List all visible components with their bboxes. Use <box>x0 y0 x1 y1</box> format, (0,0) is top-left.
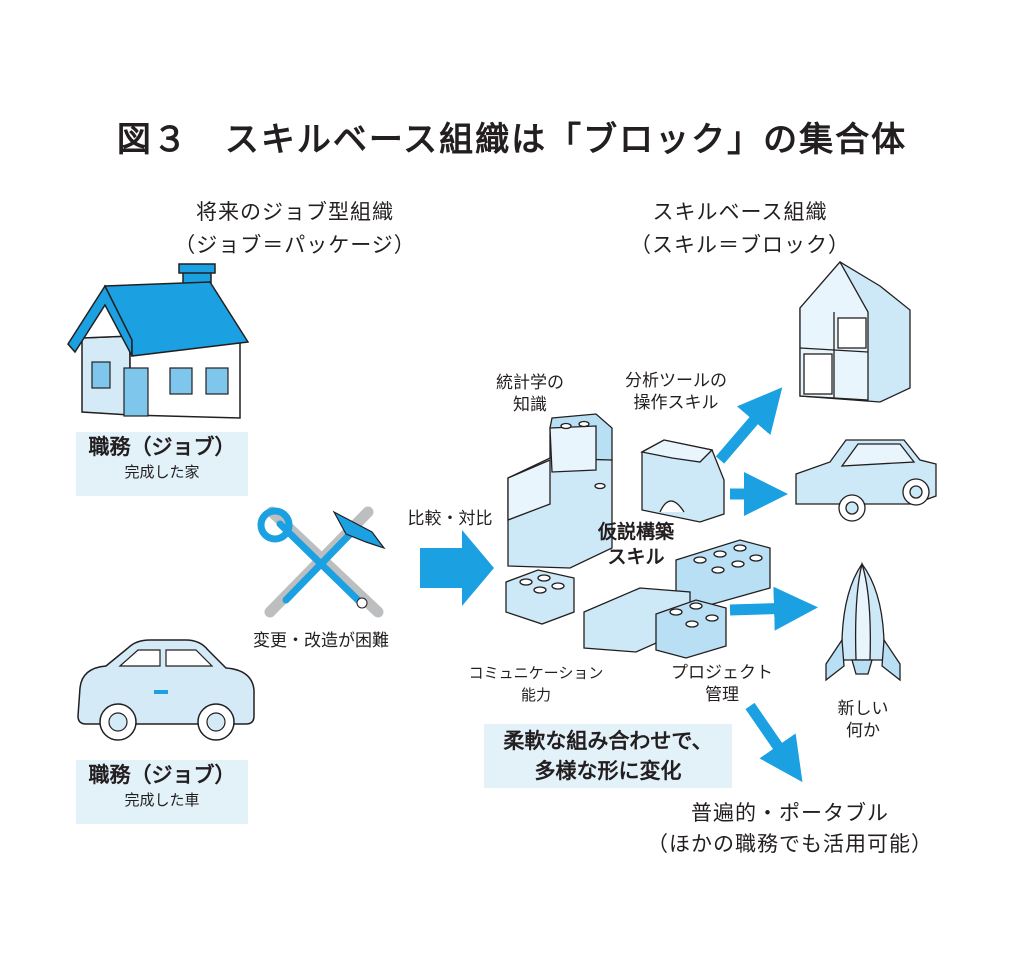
block-label-statistics-line2: 知識 <box>513 395 547 415</box>
block-label-statistics: 統計学の 知識 <box>470 372 590 416</box>
blocks-illustration <box>505 413 771 659</box>
block-label-analysis-tool-line1: 分析ツールの <box>625 371 727 391</box>
right-header: スキルベース組織 （スキル＝ブロック） <box>590 196 890 262</box>
job-house-title: 職務（ジョブ） <box>88 435 236 459</box>
new-thing-label: 新しい 何か <box>818 698 908 742</box>
block-label-analysis-tool-line2: 操作スキル <box>633 393 719 413</box>
rocket-illustration <box>825 561 901 682</box>
block-label-hypothesis: 仮説構築 スキル <box>574 520 698 570</box>
block-label-statistics-line1: 統計学の <box>496 373 564 393</box>
portable-line1: 普遍的・ポータブル <box>691 801 889 825</box>
tools-illustration <box>257 506 386 618</box>
new-thing-line2: 何か <box>846 721 880 741</box>
block-label-hypothesis-line1: 仮説構築 <box>597 521 674 543</box>
tools-label: 変更・改造が困難 <box>253 631 389 651</box>
result-arrows <box>715 387 818 783</box>
block-label-communication-line1: コミュニケーション <box>468 664 604 682</box>
compare-arrow <box>420 530 494 606</box>
portable-line2: （ほかの職務でも活用可能） <box>647 832 933 856</box>
job-car-box: 職務（ジョブ） 完成した車 <box>76 760 248 824</box>
block-label-communication-line2: 能力 <box>520 686 551 704</box>
new-thing-line1: 新しい <box>837 699 889 719</box>
left-header-line2: （ジョブ＝パッケージ） <box>174 233 416 257</box>
flexible-combination-box: 柔軟な組み合わせで、 多様な形に変化 <box>484 724 732 788</box>
block-car-illustration <box>795 439 937 522</box>
block-house-illustration <box>799 260 911 403</box>
job-car-title: 職務（ジョブ） <box>88 763 236 787</box>
block-label-project: プロジェクト 管理 <box>652 662 792 706</box>
block-label-project-line1: プロジェクト <box>671 663 773 683</box>
job-house-box: 職務（ジョブ） 完成した家 <box>76 432 248 496</box>
block-label-analysis-tool: 分析ツールの 操作スキル <box>596 370 756 414</box>
left-header-line1: 将来のジョブ型組織 <box>196 200 394 224</box>
house-illustration <box>67 263 250 419</box>
portable-label: 普遍的・ポータブル （ほかの職務でも活用可能） <box>620 798 960 860</box>
right-header-line2: （スキル＝ブロック） <box>630 233 850 257</box>
left-header: 将来のジョブ型組織 （ジョブ＝パッケージ） <box>130 196 460 262</box>
flexible-line1: 柔軟な組み合わせで、 <box>503 729 713 753</box>
figure-title: 図３ スキルベース組織は「ブロック」の集合体 <box>116 120 908 160</box>
block-label-project-line2: 管理 <box>705 685 739 705</box>
block-label-communication: コミュニケーション 能力 <box>452 662 620 706</box>
compare-label: 比較・対比 <box>407 509 493 529</box>
job-car-subtitle: 完成した車 <box>124 791 200 809</box>
flexible-line2: 多様な形に変化 <box>534 759 682 783</box>
car-illustration <box>77 639 255 741</box>
right-header-line1: スキルベース組織 <box>652 200 828 224</box>
job-house-subtitle: 完成した家 <box>124 463 200 481</box>
block-label-hypothesis-line2: スキル <box>607 546 665 568</box>
